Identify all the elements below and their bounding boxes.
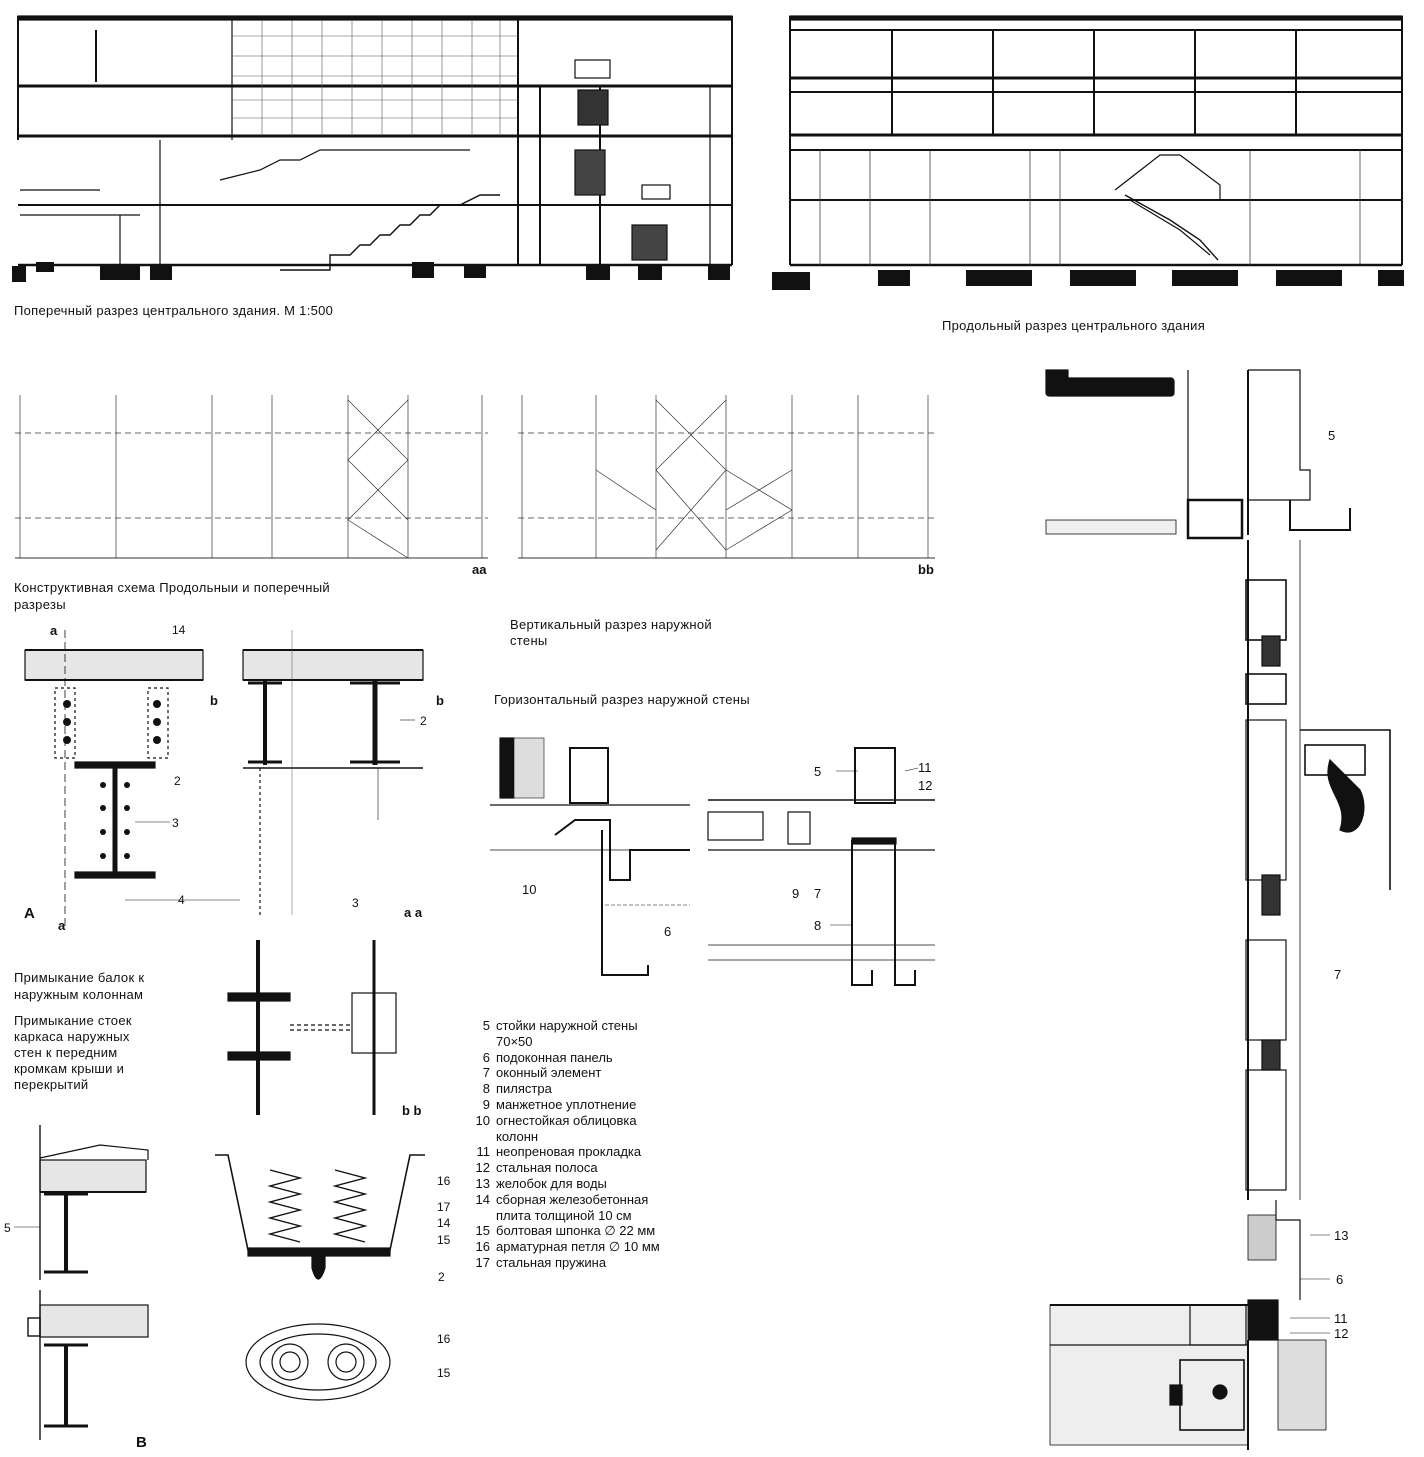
label-13-vertical: 13 [1334,1228,1349,1243]
detail-A [24,630,240,930]
detail-B [27,1125,149,1440]
label-2-A: 2 [174,774,181,788]
legend-item-continuation: колонн [496,1128,539,1144]
label-5-vertical: 5 [1328,428,1336,443]
marker-bb-scheme: bb [918,562,934,577]
horizontal-wall-section [490,737,935,986]
label-4: 4 [178,893,185,907]
label-11-horizontal: 11 [918,760,932,775]
structural-scheme-aa [15,395,488,559]
vertical-wall-section [1045,369,1391,1450]
label-5-B: 5 [4,1221,11,1235]
label-16-spring: 16 [437,1174,451,1188]
label-6-vertical: 6 [1336,1272,1344,1287]
label-12-vertical: 12 [1334,1326,1349,1341]
marker-a-bottom: a [58,918,66,933]
label-15-spring: 15 [437,1233,451,1247]
marker-aa-scheme: aa [472,562,487,577]
label-15-plan: 15 [437,1366,451,1380]
marker-bb-detail: b b [402,1103,422,1118]
studs-caption-2: каркаса наружных [14,1029,130,1044]
label-14-spring: 14 [437,1216,451,1230]
detail-aa [242,630,424,915]
cross-section-caption: Поперечный разрез центрального здания. М… [14,303,334,318]
label-7-vertical: 7 [1334,967,1342,982]
label-5-horizontal: 5 [814,764,822,779]
marker-A: A [24,905,35,922]
label-12-horizontal: 12 [918,778,933,793]
studs-caption-5: перекрытий [14,1077,89,1092]
structural-scheme-bb [518,395,935,559]
label-3-A: 3 [172,816,179,830]
label-6-horizontal: 6 [664,924,672,939]
marker-aa-detail: a a [404,905,423,920]
studs-caption-4: кромкам крыши и [14,1061,125,1076]
legend-item-continuation: плита толщиной 10 см [496,1207,632,1223]
marker-b-right: b [436,693,444,708]
beams-caption-1: Примыкание балок к [14,970,145,985]
label-10: 10 [522,882,537,897]
label-3-aa: 3 [352,896,359,910]
legend-item-continuation: 70×50 [496,1033,533,1049]
marker-B: B [136,1434,147,1451]
detail-bb [227,940,397,1115]
label-11-vertical: 11 [1334,1311,1348,1326]
beams-caption-2: наружным колоннам [14,987,144,1002]
label-14-top: 14 [172,623,186,637]
horizontal-section-caption: Горизонтальный разрез наружной стены [494,692,750,707]
studs-caption-1: Примыкание стоек [14,1013,132,1028]
marker-a-top: a [50,623,58,638]
label-8: 8 [814,918,822,933]
vertical-section-caption-1: Вертикальный разрез наружной [510,617,712,632]
marker-b-left: b [210,693,218,708]
label-7-horizontal: 7 [814,886,822,901]
label-2-aa: 2 [420,714,427,728]
cross-section-drawing [12,15,733,282]
label-2-spring: 2 [438,1270,445,1284]
structural-scheme-caption-2: разрезы [14,597,66,612]
label-9: 9 [792,886,800,901]
longitudinal-section-drawing [772,15,1404,290]
label-16-plan: 16 [437,1332,451,1346]
structural-scheme-caption-1: Конструктивная схема Продольныи и попере… [14,580,330,595]
spring-detail [215,1154,425,1401]
studs-caption-3: стен к передним [14,1045,118,1060]
label-17-spring: 17 [437,1200,451,1214]
longitudinal-section-caption: Продольный разрез центрального здания [942,318,1206,333]
vertical-section-caption-2: стены [510,633,548,648]
